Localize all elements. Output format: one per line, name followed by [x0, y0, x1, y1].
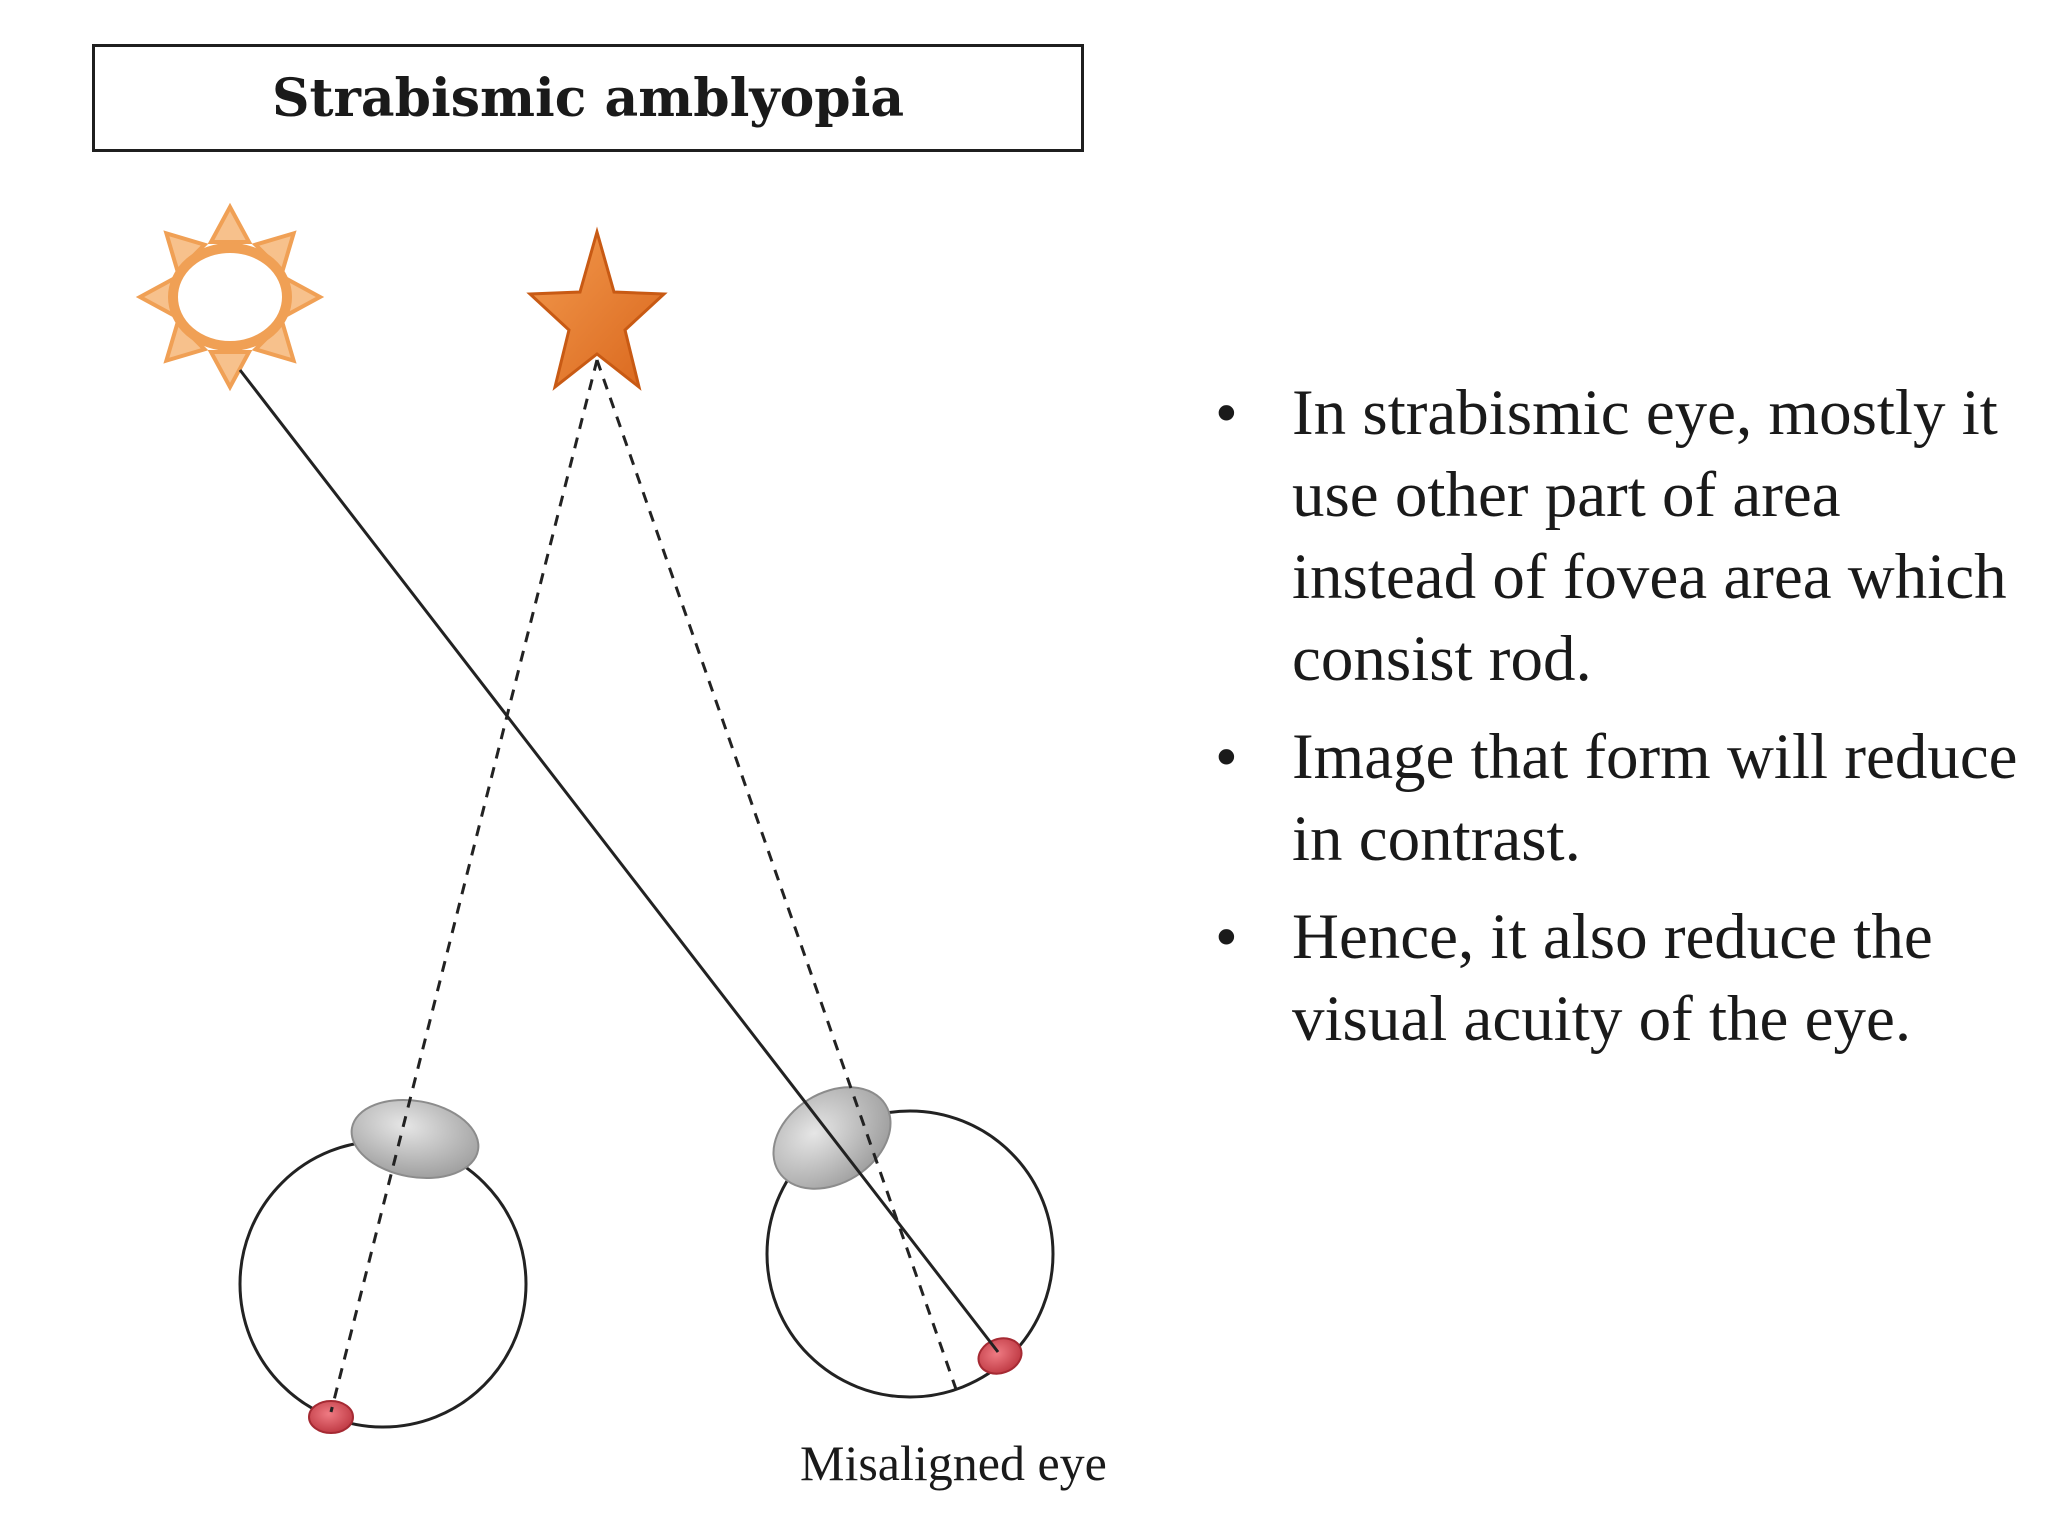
bullet-item: • In strabismic eye, mostly it use other… — [1215, 372, 2035, 700]
bullet-marker: • — [1215, 721, 1238, 793]
title-box: Strabismic amblyopia — [92, 44, 1084, 152]
left-eyeball — [238, 1139, 528, 1429]
left-fovea — [308, 1400, 354, 1434]
right-eyeball — [765, 1109, 1055, 1399]
bullet-list: • In strabismic eye, mostly it use other… — [1215, 372, 2035, 1076]
bullet-text: Hence, it also reduce the visual acuity … — [1292, 901, 1933, 1055]
bullet-text: Image that form will reduce in contrast. — [1292, 721, 2018, 875]
star-to-right-eye-path — [595, 359, 959, 1393]
bullet-marker: • — [1215, 377, 1238, 449]
sun-icon — [135, 202, 325, 392]
star-to-left-eye-path — [329, 359, 599, 1413]
bullet-text: In strabismic eye, mostly it use other p… — [1292, 377, 2007, 695]
bullet-item: • Image that form will reduce in contras… — [1215, 716, 2035, 880]
bullet-marker: • — [1215, 901, 1238, 973]
sun-core — [168, 243, 292, 351]
star-icon — [526, 226, 668, 391]
bullet-item: • Hence, it also reduce the visual acuit… — [1215, 896, 2035, 1060]
misaligned-eye-caption: Misaligned eye — [800, 1435, 1107, 1491]
left-lens — [350, 1098, 480, 1180]
sun-to-right-eye-path — [238, 369, 1000, 1353]
light-paths — [238, 359, 1000, 1413]
diagram-title: Strabismic amblyopia — [271, 67, 905, 129]
right-fovea — [977, 1337, 1023, 1375]
left-eye — [238, 1098, 528, 1434]
